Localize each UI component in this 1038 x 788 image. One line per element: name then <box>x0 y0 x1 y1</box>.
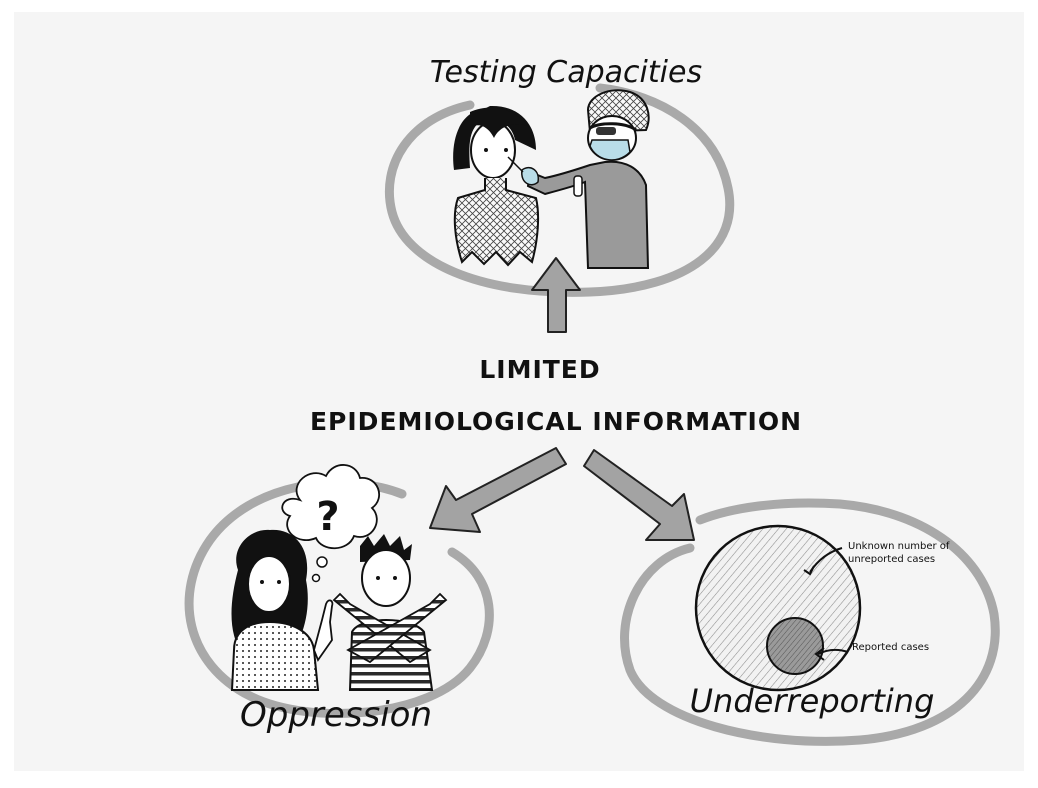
arrow-to-underreporting <box>583 449 695 541</box>
patient-figure <box>453 105 540 267</box>
question-mark: ? <box>316 494 339 540</box>
underreporting-node: Unknown number of unreported cases Repor… <box>620 498 1000 746</box>
arrow-to-testing <box>531 257 581 333</box>
arrow-to-oppression <box>429 447 567 533</box>
underreporting-loop <box>620 498 1000 746</box>
testing-capacities-node: Testing Capacities <box>384 55 735 297</box>
testing-loop <box>384 83 735 297</box>
reported-cases-circle <box>766 617 824 675</box>
thought-bubble: ? <box>281 464 380 583</box>
crossed-arms-figure <box>332 534 448 691</box>
oppression-loop <box>184 478 494 719</box>
reported-annotation: Reported cases <box>852 642 929 653</box>
testing-capacities-label: Testing Capacities <box>430 55 702 90</box>
oppression-label: Oppression <box>240 695 432 735</box>
center-label-line1: LIMITED <box>479 355 600 384</box>
center-label-line2: EPIDEMIOLOGICAL INFORMATION <box>310 407 802 436</box>
unknown-annotation-line1: Unknown number of <box>848 541 950 552</box>
oppression-node: ? Oppression <box>184 464 494 735</box>
unknown-annotation-line2: unreported cases <box>848 554 935 565</box>
health-worker-figure <box>507 89 650 269</box>
reported-pointer-arrow <box>817 648 849 655</box>
underreporting-label: Underreporting <box>690 682 935 720</box>
curly-hair-figure <box>230 529 334 691</box>
